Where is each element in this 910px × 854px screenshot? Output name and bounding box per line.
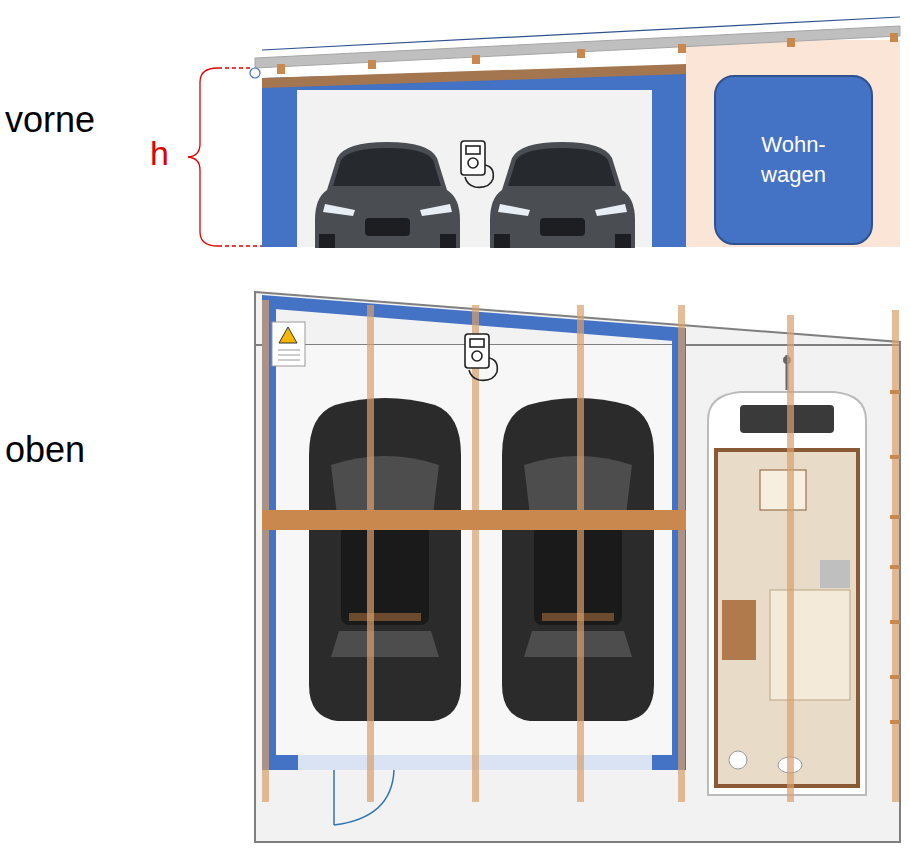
top-view xyxy=(255,292,900,842)
front-view xyxy=(188,17,900,248)
rafters xyxy=(277,33,898,74)
view-label: oben xyxy=(5,430,85,470)
height-bracket xyxy=(188,68,262,246)
roof-panel xyxy=(255,26,900,68)
dimension-label: h xyxy=(150,135,169,172)
warning-panel xyxy=(272,322,305,366)
caravan-label: Wohn- wagen xyxy=(746,130,842,189)
charger-icon xyxy=(461,141,493,187)
beams xyxy=(262,300,899,802)
caravan-bay xyxy=(686,40,900,247)
roof-edge xyxy=(262,17,900,50)
gutter xyxy=(250,68,260,78)
cross-beam xyxy=(262,510,686,530)
caravan-box: Wohn- wagen xyxy=(714,75,873,245)
beam-ticks xyxy=(890,390,900,724)
garage-opening xyxy=(297,90,652,247)
front-beam xyxy=(262,64,686,88)
view-label: vorne xyxy=(5,100,95,140)
car-front xyxy=(315,142,460,248)
charger-icon xyxy=(465,334,497,380)
car-top xyxy=(309,398,461,721)
car-front xyxy=(490,142,635,248)
garage-wall xyxy=(262,66,686,247)
door-swing xyxy=(334,770,394,825)
roof-outline xyxy=(255,292,900,842)
